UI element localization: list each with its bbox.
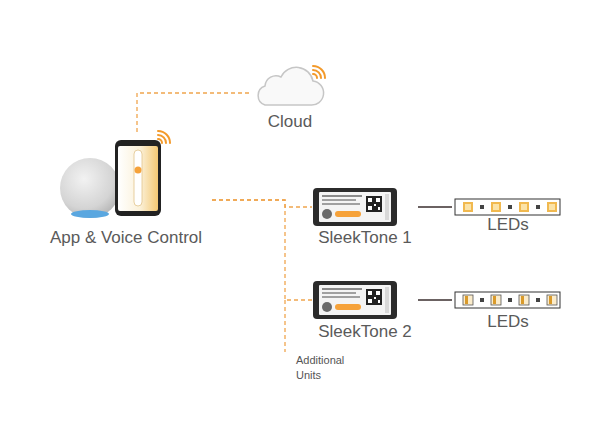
node-label: SleekTone 1	[318, 228, 412, 248]
wifi-symbol	[158, 131, 170, 143]
node-label: Cloud	[268, 112, 312, 132]
wireless-link	[212, 200, 312, 300]
slider-knob	[135, 167, 142, 174]
wire-connector	[418, 299, 452, 301]
continuation-line	[284, 300, 285, 352]
controller-device	[313, 281, 397, 319]
controller-node: SleekTone 1	[312, 180, 418, 248]
wifi-arc	[313, 66, 325, 78]
led-strip-node: LEDs	[452, 287, 564, 332]
phone-screen	[118, 146, 158, 211]
note-label: Additional Units	[296, 353, 358, 383]
led-strip	[455, 292, 560, 308]
phone-slider	[134, 150, 142, 206]
phone-body	[115, 140, 161, 216]
cloud-shape	[258, 67, 323, 105]
wifi-arc	[313, 74, 317, 78]
smart-speaker	[60, 158, 120, 218]
wifi-arc	[158, 131, 170, 143]
speaker-light-ring	[71, 210, 109, 218]
app-voice-node: App & Voice Control	[40, 132, 212, 248]
led-strip-node: LEDs	[452, 193, 564, 235]
wifi-symbol	[313, 66, 325, 78]
wifi-arc	[313, 70, 321, 78]
wifi-arc	[158, 139, 162, 143]
cloud-node: Cloud	[250, 60, 330, 132]
wireless-link	[137, 93, 250, 132]
controller-device	[313, 188, 397, 226]
node-label: SleekTone 2	[318, 322, 412, 342]
wire-connector	[418, 206, 452, 208]
wifi-arc	[158, 135, 166, 143]
wireless-link	[212, 200, 312, 207]
node-label: LEDs	[487, 215, 529, 235]
led-strip	[455, 199, 560, 215]
controller-node: SleekTone 2	[312, 275, 418, 342]
node-label: App & Voice Control	[50, 228, 202, 248]
node-label: LEDs	[487, 312, 529, 332]
